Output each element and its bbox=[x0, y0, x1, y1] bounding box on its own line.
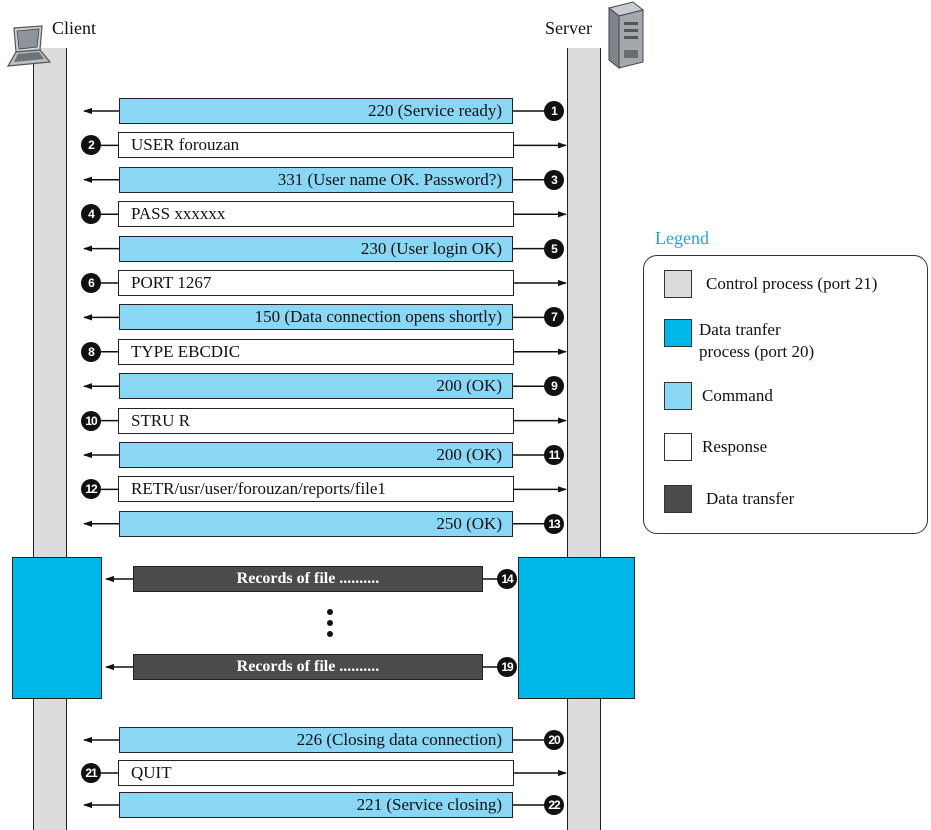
legend-swatch-response bbox=[664, 433, 692, 461]
command-message: RETR/usr/user/forouzan/reports/file1 bbox=[118, 476, 514, 503]
step-number-badge: 5 bbox=[544, 238, 564, 259]
command-message: PASS xxxxxx bbox=[118, 201, 514, 228]
response-message: 150 (Data connection opens shortly) bbox=[119, 304, 513, 331]
server-data-process-box bbox=[518, 557, 635, 699]
legend-label-response: Response bbox=[702, 437, 768, 456]
step-number-badge: 3 bbox=[544, 169, 564, 190]
response-message: 230 (User login OK) bbox=[119, 235, 513, 262]
response-message: 221 (Service closing) bbox=[119, 792, 513, 818]
command-message: STRU R bbox=[118, 407, 514, 434]
legend-label-data-process-2: process (port 20) bbox=[699, 342, 815, 361]
step-number-badge: 19 bbox=[497, 657, 517, 677]
step-number-badge: 8 bbox=[81, 341, 101, 362]
step-number-badge: 2 bbox=[81, 135, 101, 156]
laptop-icon bbox=[6, 25, 52, 67]
command-message: QUIT bbox=[118, 760, 514, 786]
legend-swatch-data-transfer bbox=[664, 485, 692, 513]
data-transfer-message: Records of file .......... bbox=[133, 566, 483, 592]
step-number-badge: 11 bbox=[544, 445, 564, 465]
command-message: TYPE EBCDIC bbox=[118, 338, 514, 365]
step-number-badge: 1 bbox=[544, 101, 564, 121]
response-message: 331 (User name OK. Password?) bbox=[119, 166, 513, 193]
legend-label-data-process-1: Data tranfer bbox=[699, 320, 781, 339]
response-message: 220 (Service ready) bbox=[119, 98, 513, 124]
legend-label-data-transfer: Data transfer bbox=[706, 489, 795, 508]
step-number-badge: 9 bbox=[544, 376, 564, 397]
response-message: 200 (OK) bbox=[119, 373, 513, 400]
legend-swatch-control bbox=[664, 270, 692, 298]
response-message: 226 (Closing data connection) bbox=[119, 727, 513, 753]
response-message: 250 (OK) bbox=[119, 510, 513, 537]
step-number-badge: 6 bbox=[81, 273, 101, 293]
legend-label-control: Control process (port 21) bbox=[706, 274, 878, 293]
server-tower-icon bbox=[607, 1, 645, 70]
client-data-process-box bbox=[12, 557, 102, 699]
command-message: PORT 1267 bbox=[118, 270, 514, 296]
client-label: Client bbox=[52, 18, 96, 38]
legend-box: Control process (port 21) Data tranfer p… bbox=[643, 255, 928, 534]
server-label: Server bbox=[545, 18, 592, 38]
command-message: USER forouzan bbox=[118, 132, 514, 159]
client-control-lifeline bbox=[33, 48, 67, 830]
step-number-badge: 14 bbox=[497, 569, 517, 589]
response-message: 200 (OK) bbox=[119, 442, 513, 468]
step-number-badge: 22 bbox=[544, 795, 564, 815]
legend-title: Legend bbox=[655, 228, 709, 248]
data-transfer-message: Records of file .......... bbox=[133, 654, 483, 680]
legend-label-command: Command bbox=[702, 386, 773, 405]
step-number-badge: 7 bbox=[544, 307, 564, 328]
step-number-badge: 20 bbox=[544, 730, 564, 750]
step-number-badge: 13 bbox=[544, 513, 564, 534]
legend-swatch-command bbox=[664, 382, 692, 410]
step-number-badge: 12 bbox=[81, 479, 101, 500]
step-number-badge: 10 bbox=[81, 410, 101, 431]
step-number-badge: 21 bbox=[81, 763, 101, 783]
legend-swatch-data-process bbox=[664, 319, 692, 347]
server-control-lifeline bbox=[567, 48, 601, 830]
step-number-badge: 4 bbox=[81, 204, 101, 225]
